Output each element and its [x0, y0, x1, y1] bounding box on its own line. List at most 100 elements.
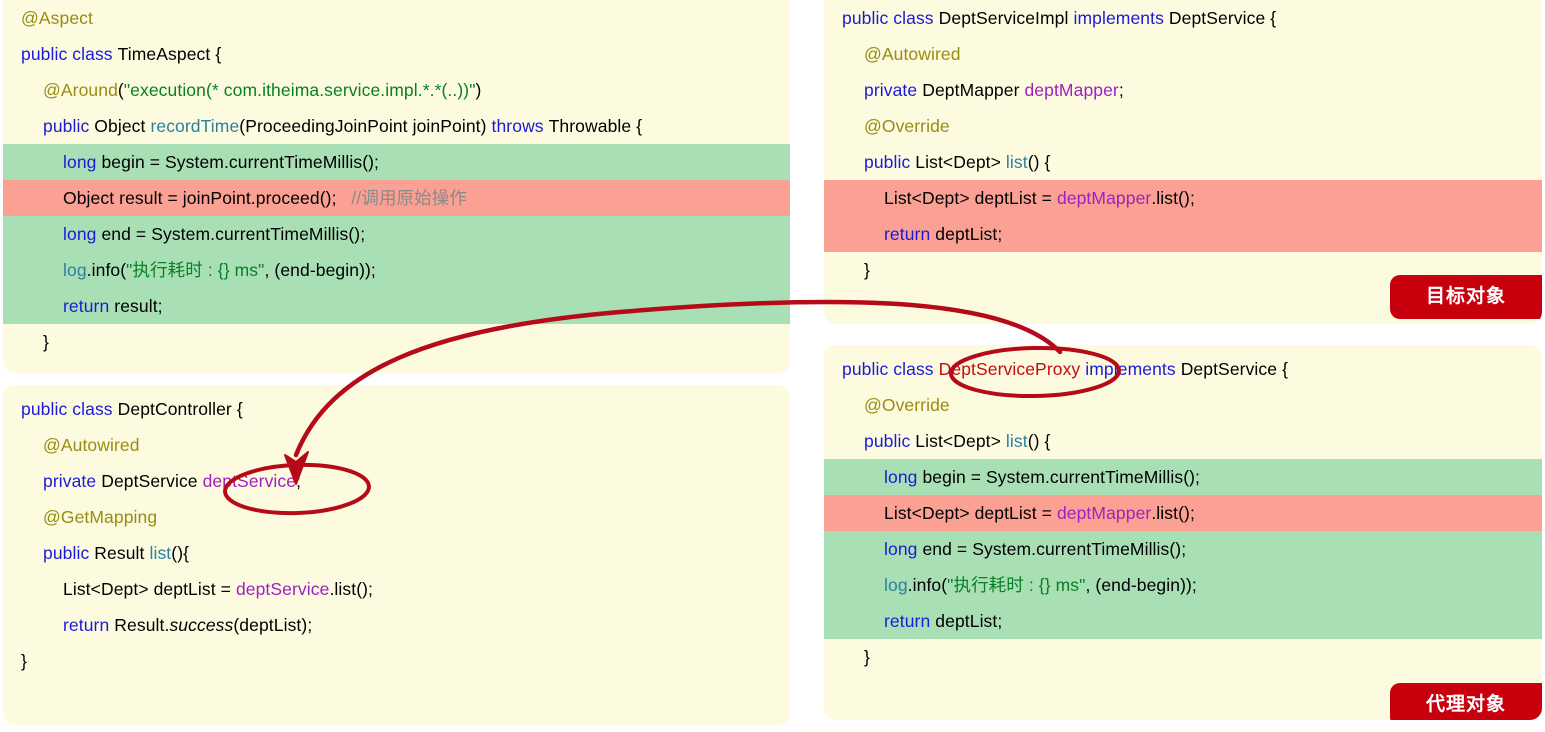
code-token: list	[149, 543, 172, 563]
code-token: "执行耗时 : {} ms"	[126, 260, 265, 280]
code-token: success	[169, 615, 234, 635]
code-token: }	[864, 647, 870, 667]
code-token: throws	[491, 116, 549, 136]
code-token: @Aspect	[21, 8, 93, 28]
code-token: @Around	[43, 80, 118, 100]
code-token: return	[63, 296, 115, 316]
badge-target-object: 目标对象	[1390, 275, 1542, 319]
code-token: private	[43, 471, 102, 491]
code-line: private DeptService deptService;	[3, 463, 790, 499]
code-line: }	[3, 324, 790, 360]
code-token: DeptMapper	[922, 80, 1025, 100]
code-token: implements	[1073, 8, 1169, 28]
code-token: private	[864, 80, 923, 100]
code-token: public class	[842, 359, 939, 379]
code-line: public class TimeAspect {	[3, 36, 790, 72]
code-token: @Autowired	[43, 435, 140, 455]
code-token: deptList;	[935, 224, 1003, 244]
code-token: return	[884, 611, 936, 631]
code-token: @Autowired	[864, 44, 961, 64]
code-token: long	[63, 152, 102, 172]
code-line: @Override	[824, 387, 1542, 423]
code-token: Result.	[114, 615, 170, 635]
code-token: public	[43, 543, 95, 563]
code-line: @Autowired	[3, 427, 790, 463]
code-token: ;	[1118, 80, 1124, 100]
code-line: public class DeptController {	[3, 391, 790, 427]
code-token: recordTime	[150, 116, 240, 136]
code-token: public class	[21, 399, 118, 419]
code-block-dept-service-impl: public class DeptServiceImpl implements …	[824, 0, 1542, 288]
code-token: //调用原始操作	[346, 188, 467, 208]
code-token: end = System.currentTimeMillis();	[101, 224, 366, 244]
code-line: List<Dept> deptList = deptMapper.list();	[824, 180, 1542, 216]
code-token: long	[884, 467, 923, 487]
code-token: (deptList);	[233, 615, 313, 635]
code-token: DeptController {	[117, 399, 243, 419]
code-token: log	[884, 575, 908, 595]
code-token: deptMapper	[1024, 80, 1119, 100]
code-token: return	[884, 224, 936, 244]
code-token: }	[43, 332, 49, 352]
code-token: .info(	[907, 575, 948, 595]
code-panel-dept-controller: public class DeptController { @Autowired p…	[3, 385, 790, 725]
code-token: (ProceedingJoinPoint joinPoint)	[239, 116, 492, 136]
code-token: Object result = joinPoint.proceed();	[63, 188, 347, 208]
code-token: log	[63, 260, 87, 280]
code-token: public	[43, 116, 95, 136]
code-token: long	[884, 539, 923, 559]
code-line: return result;	[3, 288, 790, 324]
code-token: , (end-begin));	[264, 260, 376, 280]
code-token: .list();	[1151, 188, 1195, 208]
code-line: public Object recordTime(ProceedingJoinP…	[3, 108, 790, 144]
code-line: public Result list(){	[3, 535, 790, 571]
code-token: public	[864, 152, 916, 172]
code-token: deptService	[202, 471, 297, 491]
code-line: }	[3, 643, 790, 679]
code-token: public	[864, 431, 916, 451]
code-token: deptList;	[935, 611, 1003, 631]
code-token: result;	[114, 296, 163, 316]
code-line: public class DeptServiceProxy implements…	[824, 351, 1542, 387]
code-line: @Aspect	[3, 0, 790, 36]
code-line: @Override	[824, 108, 1542, 144]
code-token: DeptServiceImpl	[938, 8, 1074, 28]
code-token: begin = System.currentTimeMillis();	[922, 467, 1201, 487]
code-token: DeptService {	[1180, 359, 1289, 379]
code-line: log.info("执行耗时 : {} ms", (end-begin));	[3, 252, 790, 288]
code-token: TimeAspect {	[117, 44, 222, 64]
code-token: DeptService {	[1168, 8, 1277, 28]
code-line: List<Dept> deptList = deptMapper.list();	[824, 495, 1542, 531]
code-token: public class	[842, 8, 939, 28]
code-token: list	[1005, 152, 1028, 172]
code-token: .list();	[329, 579, 374, 599]
code-token: @Override	[864, 395, 950, 415]
badge-proxy-object: 代理对象	[1390, 683, 1542, 720]
code-token: deptService	[235, 579, 330, 599]
code-token: List<Dept>	[915, 431, 1006, 451]
code-token: DeptService	[101, 471, 203, 491]
code-token: }	[864, 260, 870, 280]
code-token: .info(	[86, 260, 127, 280]
code-line: }	[824, 639, 1542, 675]
code-line: @Around("execution(* com.itheima.service…	[3, 72, 790, 108]
code-line: log.info("执行耗时 : {} ms", (end-begin));	[824, 567, 1542, 603]
code-token: }	[21, 651, 27, 671]
code-line: long begin = System.currentTimeMillis();	[3, 144, 790, 180]
code-token: .list();	[1151, 503, 1195, 523]
code-token: "执行耗时 : {} ms"	[947, 575, 1086, 595]
code-line: public List<Dept> list() {	[824, 144, 1542, 180]
code-panel-dept-service-impl: public class DeptServiceImpl implements …	[824, 0, 1542, 324]
code-token: begin = System.currentTimeMillis();	[101, 152, 380, 172]
code-line: public List<Dept> list() {	[824, 423, 1542, 459]
code-token: List<Dept>	[915, 152, 1006, 172]
code-token: deptMapper	[1056, 503, 1152, 523]
code-line: private DeptMapper deptMapper;	[824, 72, 1542, 108]
code-token: Object	[94, 116, 151, 136]
code-token: ;	[296, 471, 302, 491]
code-token: implements	[1085, 359, 1181, 379]
code-token: return	[63, 615, 115, 635]
code-block-dept-service-proxy: public class DeptServiceProxy implements…	[824, 345, 1542, 675]
